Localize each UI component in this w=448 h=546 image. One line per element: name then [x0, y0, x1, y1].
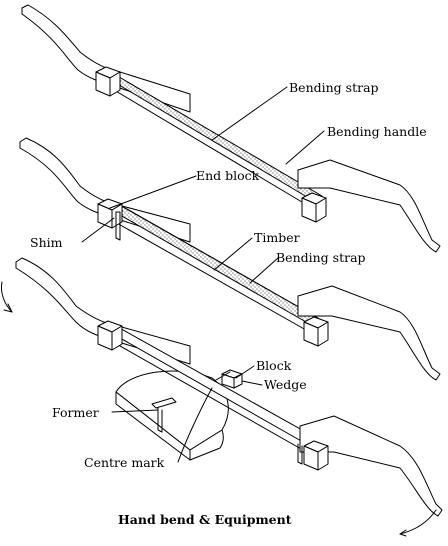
label-timber: Timber: [254, 230, 300, 245]
assembly-strap-and-handles: [21, 4, 441, 253]
label-wedge: Wedge: [264, 377, 307, 392]
leader-end-block: [109, 175, 197, 209]
label-centre-mark: Centre mark: [84, 455, 165, 470]
leader-bending-strap-1: [211, 86, 288, 141]
rotation-arrowhead-right: [399, 529, 407, 537]
right-handle-2: [297, 285, 441, 381]
end-block-1b: [301, 192, 327, 223]
labels: Bending strap Bending handle End block S…: [30, 80, 427, 527]
leader-bending-handle: [285, 130, 325, 165]
figure-caption: Hand bend & Equipment: [118, 512, 292, 527]
leader-bending-strap-2: [249, 257, 279, 284]
leader-wedge: [241, 380, 263, 386]
label-bending-strap-1: Bending strap: [289, 80, 379, 95]
assembly-with-timber: [19, 137, 441, 381]
leader-centre-mark: [177, 387, 213, 463]
label-block: Block: [256, 358, 292, 373]
left-handle-2: [19, 137, 191, 243]
left-handle-3: [15, 257, 191, 365]
label-former: Former: [52, 405, 99, 420]
right-handle-3: [299, 415, 443, 517]
former: [115, 370, 229, 461]
rotation-arrow-right: [399, 509, 437, 535]
label-bending-handle: Bending handle: [327, 124, 427, 139]
leader-block: [235, 365, 255, 379]
timber-2: [107, 203, 319, 331]
label-shim: Shim: [30, 235, 63, 250]
leader-timber: [213, 237, 253, 271]
end-block-3a: [97, 320, 123, 351]
leader-former: [111, 409, 159, 413]
label-end-block: End block: [196, 168, 260, 183]
left-handle-1: [21, 4, 191, 113]
assembly-with-former: [1, 257, 443, 537]
end-block-2b: [303, 316, 329, 347]
shim-2: [115, 211, 121, 241]
end-block-3b: [297, 440, 329, 471]
label-bending-strap-2: Bending strap: [276, 250, 366, 265]
leader-shim: [81, 217, 115, 243]
rotation-arrow-left: [1, 281, 13, 313]
leader-lines: [81, 86, 325, 463]
end-block-1a: [95, 66, 121, 97]
end-block-2a: [97, 198, 123, 229]
rotation-arrowhead-left: [3, 303, 13, 313]
right-handle-1: [297, 159, 441, 253]
clamp-on-former: [151, 397, 177, 433]
